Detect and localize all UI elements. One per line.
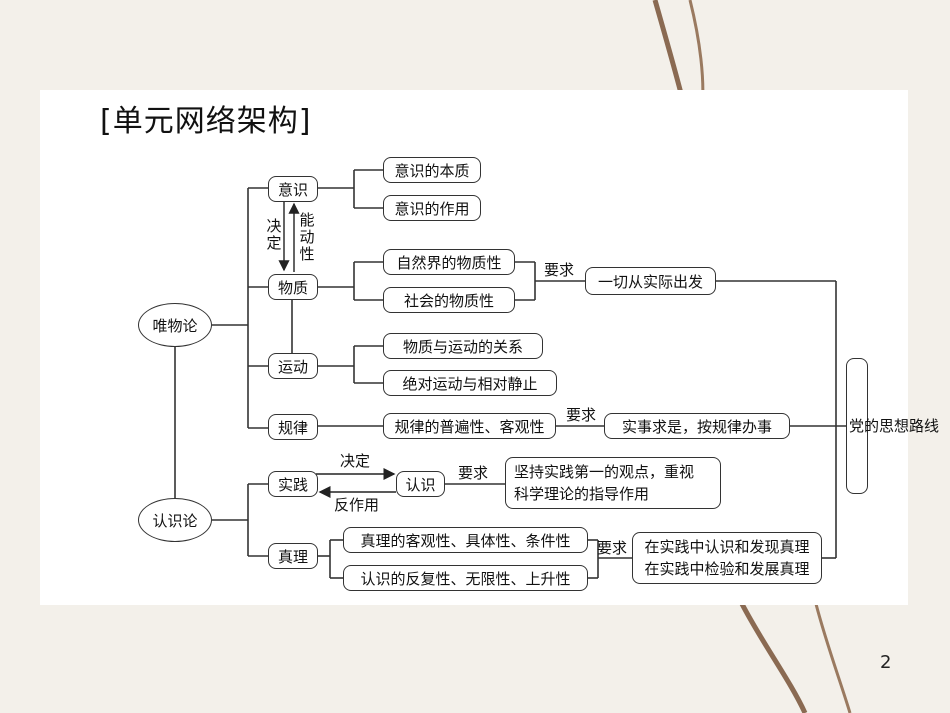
node-juedui: 绝对运动与相对静止: [383, 370, 557, 396]
node-shijian: 实践: [268, 471, 318, 497]
label-nengdongxing: 能动性: [299, 211, 315, 263]
jianchi-line-2: 科学理论的指导作用: [514, 485, 650, 503]
node-yishi: 意识: [268, 176, 318, 202]
label-jueding-horizontal: 决定: [340, 452, 371, 470]
zaishijian-line-1: 在实践中认识和发现真理: [644, 538, 810, 556]
node-renshi-fanfu: 认识的反复性、无限性、上升性: [343, 565, 588, 591]
node-shishi: 实事求是，按规律办事: [604, 413, 790, 439]
page-title: [单元网络架构]: [100, 104, 312, 139]
node-zhenli: 真理: [268, 543, 318, 569]
node-yundong: 运动: [268, 353, 318, 379]
node-yishi-zuoyong: 意识的作用: [383, 195, 481, 221]
label-yaoqiu-4: 要求: [597, 539, 628, 557]
node-renshilun: 认识论: [138, 498, 212, 542]
node-zaishijian: 在实践中认识和发现真理 在实践中检验和发展真理: [632, 532, 822, 584]
node-wuzhi: 物质: [268, 274, 318, 300]
node-renshi: 认识: [396, 471, 445, 497]
node-dang: 党的思想路线: [846, 358, 939, 494]
node-guilv: 规律: [268, 414, 318, 440]
dang-label: 党的思想路线: [849, 417, 939, 435]
label-fanzuoyong: 反作用: [334, 496, 380, 514]
label-jueding-vertical: 决定: [266, 217, 282, 252]
node-jianchi: 坚持实践第一的观点，重视 科学理论的指导作用: [505, 457, 721, 509]
node-shehui: 社会的物质性: [383, 287, 515, 313]
label-yaoqiu-2: 要求: [566, 406, 597, 424]
page-number: 2: [880, 652, 892, 673]
node-guilv-pubian: 规律的普遍性、客观性: [383, 413, 556, 439]
node-wuzhi-yundong: 物质与运动的关系: [383, 333, 543, 359]
node-zhenli-keguan: 真理的客观性、具体性、条件性: [343, 527, 588, 553]
jianchi-line-1: 坚持实践第一的观点，重视: [514, 463, 695, 481]
node-yishi-benzhi: 意识的本质: [383, 157, 481, 183]
label-yaoqiu-1: 要求: [544, 261, 575, 279]
node-weiwulun: 唯物论: [138, 303, 212, 347]
node-ziranjie: 自然界的物质性: [383, 249, 515, 275]
node-yiqie: 一切从实际出发: [585, 267, 716, 295]
zaishijian-line-2: 在实践中检验和发展真理: [644, 560, 810, 578]
label-yaoqiu-3: 要求: [458, 464, 489, 482]
